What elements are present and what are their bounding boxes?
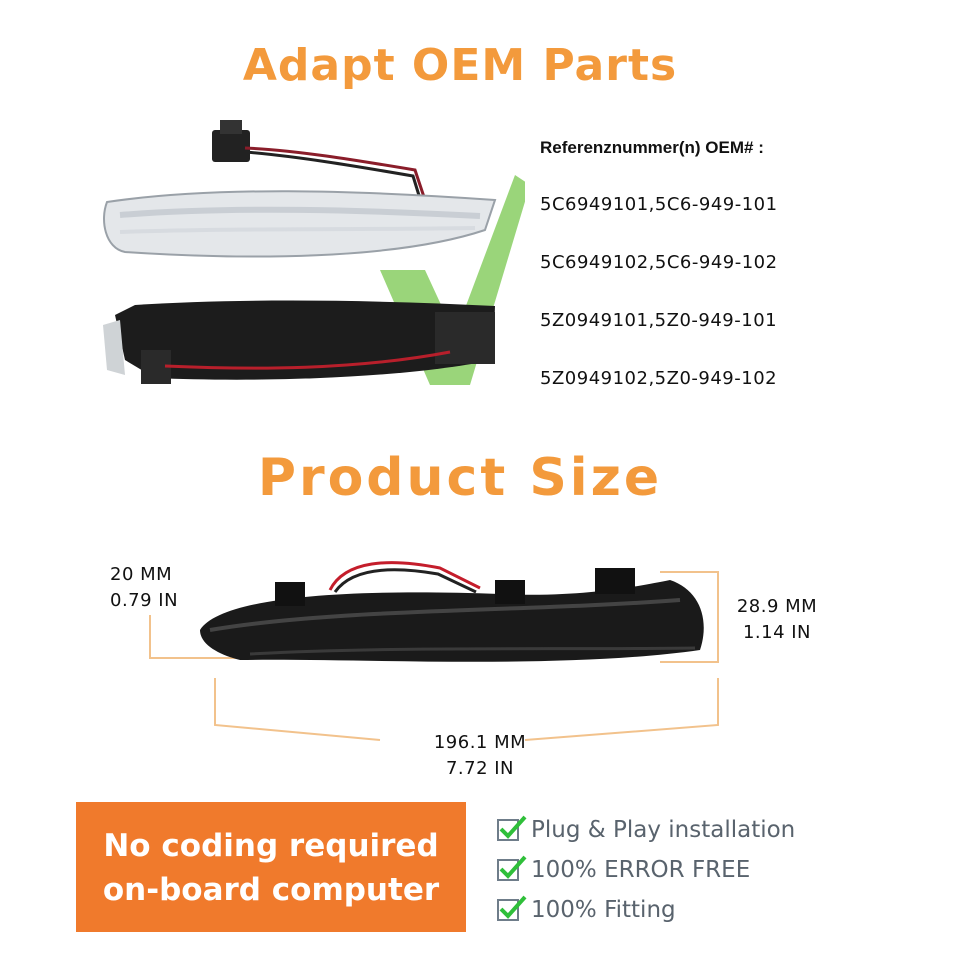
dimension-lines	[149, 571, 719, 741]
oem-number: 5C6949101,5C6-949-101	[540, 194, 778, 215]
feature-text: Plug & Play installation	[531, 817, 796, 843]
height-mm: 20 MM	[110, 564, 173, 585]
length-dimension-label: 196.1 MM 7.72 IN	[380, 730, 580, 782]
feature-text: 100% ERROR FREE	[531, 857, 751, 883]
feature-item: 100% ERROR FREE	[497, 850, 897, 890]
badge-line-1: No coding required	[103, 828, 439, 864]
oem-reference-heading: Referenznummer(n) OEM# :	[540, 138, 764, 157]
check-icon	[497, 815, 527, 841]
oem-number: 5Z0949101,5Z0-949-101	[540, 310, 778, 331]
feature-item: Plug & Play installation	[497, 810, 897, 850]
oem-product-image	[103, 120, 525, 385]
oem-number: 5Z0949102,5Z0-949-102	[540, 368, 778, 389]
height-dimension-label: 20 MM 0.79 IN	[110, 562, 220, 614]
no-coding-badge: No coding required on-board computer	[76, 802, 466, 932]
feature-list: Plug & Play installation 100% ERROR FREE…	[497, 810, 897, 930]
feature-item: 100% Fitting	[497, 890, 897, 930]
product-size-title: Product Size	[257, 448, 663, 508]
oem-reference-list: Referenznummer(n) OEM# : 5C6949101,5C6-9…	[540, 138, 940, 426]
oem-number: 5C6949102,5C6-949-102	[540, 252, 778, 273]
check-icon	[497, 895, 527, 921]
depth-mm: 28.9 MM	[736, 596, 818, 617]
product-size-image	[149, 561, 719, 741]
depth-dimension-label: 28.9 MM 1.14 IN	[722, 594, 832, 646]
length-in: 7.72 IN	[445, 758, 515, 779]
check-icon	[497, 855, 527, 881]
depth-in: 1.14 IN	[742, 622, 812, 643]
feature-text: 100% Fitting	[531, 897, 676, 923]
height-in: 0.79 IN	[110, 590, 179, 611]
oem-parts-title: Adapt OEM Parts	[242, 40, 678, 91]
length-mm: 196.1 MM	[433, 732, 527, 753]
badge-line-2: on-board computer	[102, 872, 440, 908]
